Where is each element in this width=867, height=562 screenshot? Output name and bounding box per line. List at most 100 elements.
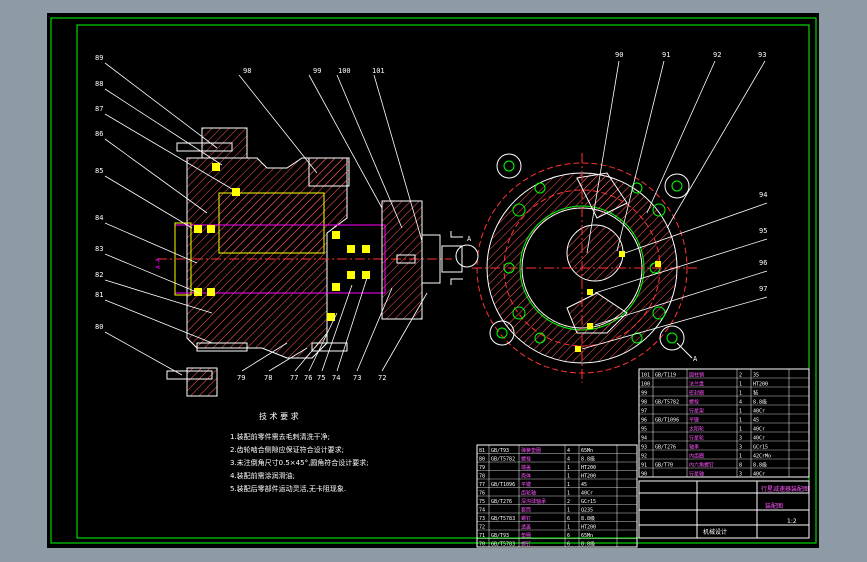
key — [396, 254, 416, 264]
table-cell: GB/T1096 — [491, 482, 515, 488]
table-cell: HT200 — [581, 465, 596, 471]
table-cell: 8.8级 — [753, 399, 767, 406]
table-cell: 螺钉 — [521, 541, 531, 548]
table-cell: 101 — [641, 373, 650, 379]
bolt-hole — [671, 180, 683, 192]
table-cell: 6 — [567, 516, 570, 522]
table-cell: 40Cr — [753, 427, 765, 433]
table-cell: 77 — [479, 482, 485, 488]
table-cell: 90 — [641, 472, 647, 478]
table-cell: 100 — [641, 382, 650, 388]
bolt-hole — [631, 182, 643, 194]
marker — [587, 323, 593, 329]
callout-89: 89 — [95, 54, 103, 62]
table-cell: 平键 — [689, 417, 699, 424]
table-cell: 74 — [479, 508, 485, 514]
inner-frame — [76, 24, 810, 539]
table-cell: 98 — [641, 400, 647, 406]
end-view: A — [455, 153, 698, 383]
callout-92: 92 — [713, 51, 721, 59]
bolt-hole — [652, 306, 666, 320]
lug — [664, 173, 690, 199]
callout-95: 95 — [759, 227, 767, 235]
bolt-hole — [503, 160, 515, 172]
planet-carrier-upper — [576, 172, 628, 219]
lug-left — [455, 244, 479, 268]
bolt-hole — [512, 203, 526, 217]
title-drawing-name: 行星减速器装配图 — [761, 485, 809, 493]
table-cell: GB/T5783 — [491, 516, 515, 522]
callout-90: 90 — [615, 51, 623, 59]
table-cell: 71 — [479, 533, 485, 539]
table-cell: 密封圈 — [689, 390, 704, 397]
bearing — [194, 288, 202, 296]
bolt-hole — [512, 306, 526, 320]
table-cell: 73 — [479, 516, 485, 522]
bearing — [212, 163, 220, 171]
table-cell: GB/T5782 — [655, 400, 679, 406]
table-cell: 1 — [739, 427, 742, 433]
table-cell: 8.8级 — [581, 456, 595, 463]
table-cell: 弹簧垫圈 — [521, 447, 541, 454]
table-cell: 45 — [581, 482, 587, 488]
table-cell: 2 — [567, 499, 570, 505]
callout-101: 101 — [372, 67, 385, 75]
marker — [619, 251, 625, 257]
callout-84: 84 — [95, 214, 103, 222]
bearing — [207, 225, 215, 233]
table-cell: 法兰盘 — [689, 381, 704, 388]
tech-req-item: 3.未注倒角尺寸0.5×45°,圆角符合设计要求; — [230, 458, 369, 467]
bearing — [347, 245, 355, 253]
bearing — [207, 288, 215, 296]
table-cell: GB/T93 — [491, 448, 509, 454]
table-cell: 螺栓 — [689, 399, 699, 406]
table-cell: GB/T276 — [655, 445, 676, 451]
table-cell: 行星架 — [689, 408, 704, 415]
table-cell: 3 — [739, 472, 742, 478]
table-cell: 81 — [479, 448, 485, 454]
table-cell: 8 — [739, 463, 742, 469]
table-cell: 端盖 — [521, 464, 531, 471]
bearing — [332, 283, 340, 291]
table-cell: 6 — [567, 542, 570, 548]
bearing — [232, 188, 240, 196]
callout-85: 85 — [95, 167, 103, 175]
table-cell: 内六角螺钉 — [689, 462, 714, 469]
table-cell: 轴承 — [689, 444, 699, 451]
table-cell: 1 — [567, 465, 570, 471]
tech-req-title: 技 术 要 求 — [259, 411, 299, 421]
callout-72: 72 — [378, 374, 386, 382]
bolt-hole — [631, 332, 643, 344]
table-cell: 80 — [479, 457, 485, 463]
drawing-sheet: A A-A 89 88 87 86 85 84 83 82 — [47, 13, 819, 548]
table-cell: 95 — [641, 427, 647, 433]
callout-100: 100 — [338, 67, 351, 75]
table-cell: 40Cr — [581, 491, 593, 497]
table-cell: 45 — [753, 418, 759, 424]
bearing — [347, 271, 355, 279]
technical-requirements: 技 术 要 求 1.装配前零件需去毛刺清洗干净; 2.齿轮啮合侧隙应保证符合设计… — [230, 411, 369, 493]
table-cell: 垫圈 — [521, 532, 531, 539]
callout-76: 76 — [304, 374, 312, 382]
table-cell: 3 — [739, 436, 742, 442]
table-cell: GCr15 — [581, 499, 596, 505]
tech-req-item: 2.齿轮啮合侧隙应保证符合设计要求; — [230, 445, 344, 454]
bolt-hole — [666, 332, 678, 344]
table-cell: 8.8级 — [753, 462, 767, 469]
table-cell: 2 — [739, 373, 742, 379]
table-cell: 94 — [641, 436, 647, 442]
section-mark-a — [450, 231, 463, 238]
table-cell: 3 — [739, 445, 742, 451]
section-mark-a-bottom — [450, 278, 463, 285]
table-cell: 太阳轮 — [689, 426, 704, 433]
sun-gear — [566, 224, 624, 282]
table-cell: 螺栓 — [521, 456, 531, 463]
callout-94: 94 — [759, 191, 767, 199]
table-cell: 1 — [739, 391, 742, 397]
section-view: A A-A — [155, 127, 472, 397]
table-cell: 圆柱销 — [689, 372, 704, 379]
gear-core — [218, 192, 325, 254]
table-cell: 65Mn — [581, 533, 593, 539]
table-cell: 齿轮轴 — [521, 490, 536, 497]
